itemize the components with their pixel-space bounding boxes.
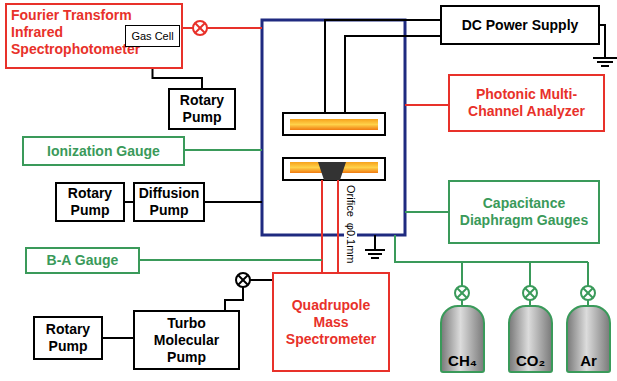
instrument-box: Fourier Transform Infrared Spectrophotom…: [5, 3, 183, 69]
lower-electrode: [283, 158, 385, 180]
node-text: Quadrupole Mass Spectrometer: [278, 297, 384, 348]
gauge-box: B-A Gauge: [25, 247, 140, 274]
pump-line: [205, 201, 262, 203]
gas-cell-box: Gas Cell: [125, 25, 180, 47]
orifice-label: Orifice φ0.1mm: [343, 184, 361, 265]
orifice-tube: [322, 180, 338, 272]
equipment-box: Rotary Pump: [55, 182, 125, 222]
upper-electrode: [283, 113, 385, 135]
instrument-box: Photonic Multi-Channel Analyzer: [448, 74, 605, 132]
gas-cylinder: Ar: [566, 305, 611, 373]
node-text: CO₂: [516, 352, 545, 369]
node-text: Ionization Gauge: [47, 143, 160, 160]
equipment-box: Diffusion Pump: [133, 182, 205, 222]
node-text: Diffusion Pump: [139, 185, 200, 219]
equipment-box: Rotary Pump: [33, 316, 103, 360]
ftir-line: [183, 21, 262, 35]
node-text: B-A Gauge: [47, 252, 119, 269]
gauge-line: [140, 259, 322, 261]
vacuum-chamber: [262, 20, 405, 235]
gas-cylinder: CH₄: [440, 305, 485, 373]
gas-cylinder: CO₂: [508, 305, 553, 373]
node-text: DC Power Supply: [462, 17, 579, 34]
dimension-label: φ0.1mm: [344, 222, 357, 265]
gas-feed-line: [395, 235, 595, 305]
node-text: Photonic Multi-Channel Analyzer: [454, 86, 599, 120]
node-text: Rotary Pump: [61, 185, 119, 219]
gauge-box: Capacitance Diaphragm Gauges: [448, 180, 600, 244]
ground-symbol: [365, 235, 385, 258]
gauge-line: [405, 211, 448, 213]
node-text: Gas Cell: [131, 30, 173, 43]
equipment-box: Rotary Pump: [168, 88, 236, 130]
dimension-label: Orifice: [344, 184, 357, 218]
node-text: Turbo Molecular Pump: [139, 315, 234, 366]
gauge-line: [185, 149, 262, 151]
node-text: Capacitance Diaphragm Gauges: [454, 195, 594, 229]
pipe-connector: [125, 201, 133, 203]
gauge-box: Ionization Gauge: [22, 136, 185, 166]
node-text: Rotary Pump: [39, 321, 97, 355]
node-text: Ar: [580, 352, 597, 369]
node-text: Rotary Pump: [174, 92, 230, 126]
equipment-box: DC Power Supply: [440, 5, 600, 45]
instrument-box: Quadrupole Mass Spectrometer: [272, 272, 390, 372]
equipment-box: Turbo Molecular Pump: [133, 310, 240, 370]
pipe-connector: [103, 337, 133, 339]
node-text: CH₄: [448, 352, 477, 369]
optical-line: [405, 104, 448, 106]
